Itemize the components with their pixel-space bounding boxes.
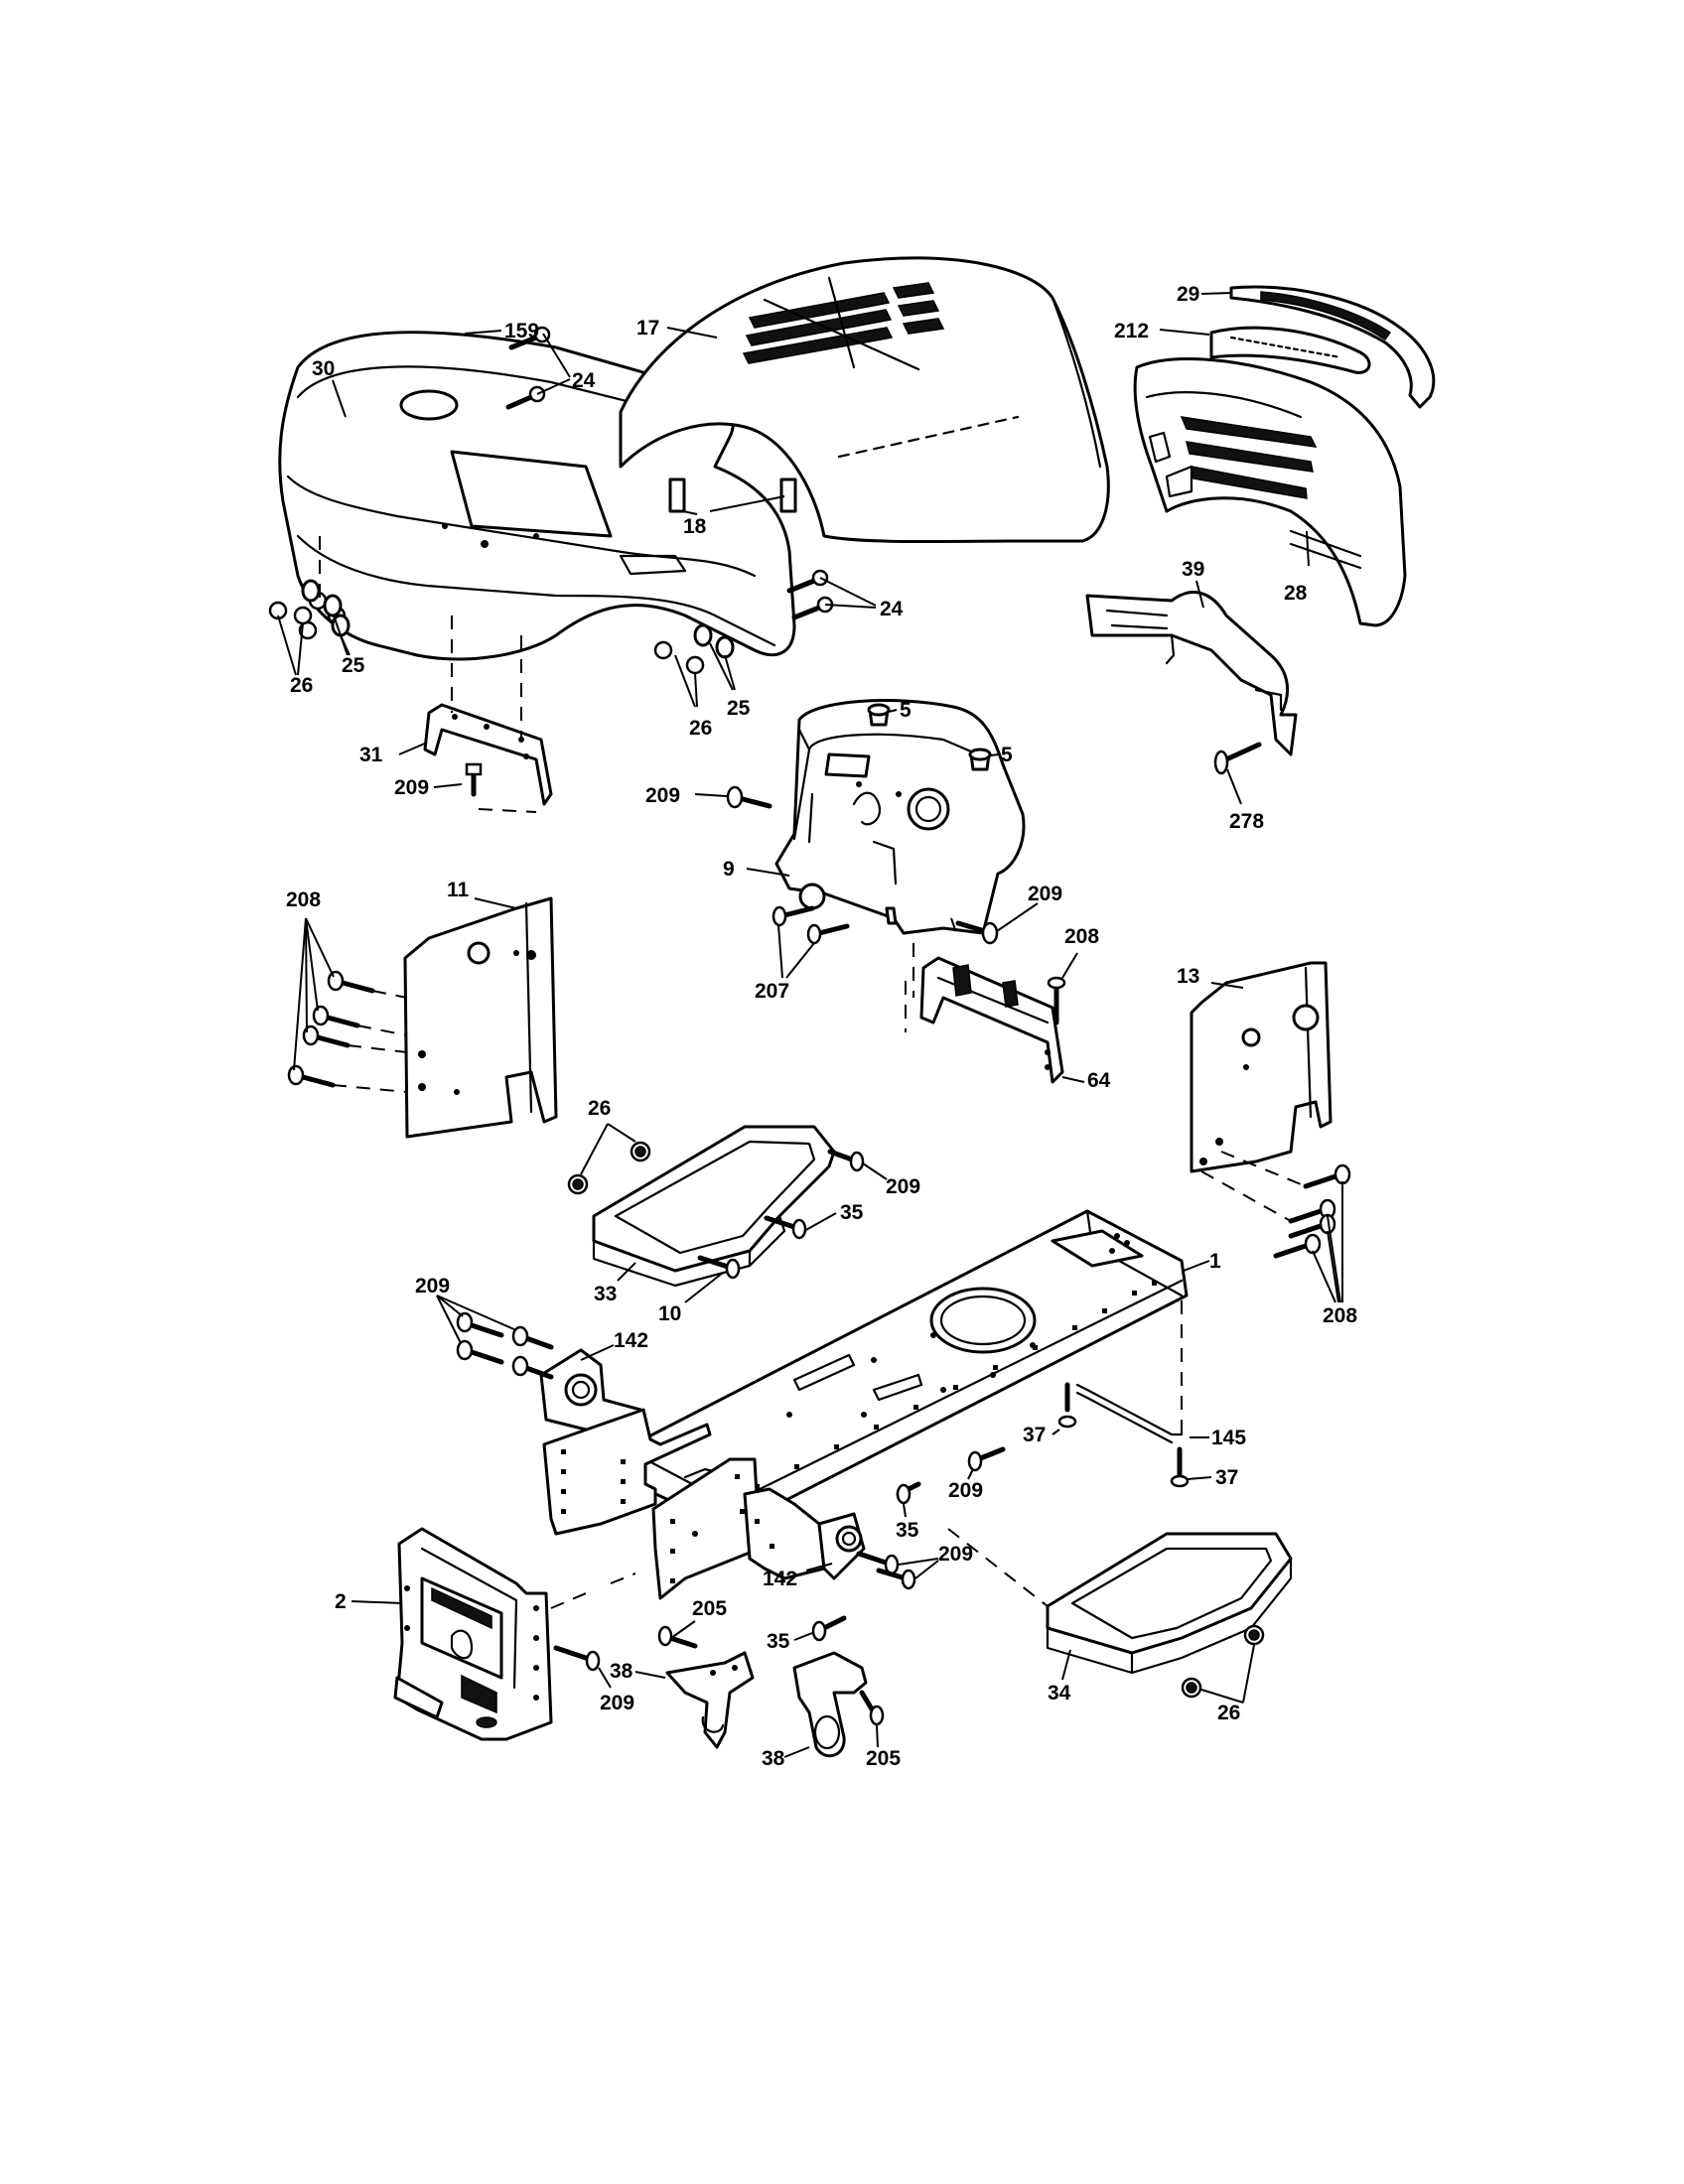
part-24-screws-right xyxy=(786,569,877,620)
part-35-bolts xyxy=(793,1481,921,1642)
callout-17: 17 xyxy=(636,317,659,340)
callout-25b: 25 xyxy=(727,697,751,720)
callout-34: 34 xyxy=(1048,1682,1071,1705)
callout-33: 33 xyxy=(594,1283,617,1305)
callout-209f: 209 xyxy=(948,1479,983,1502)
callout-2: 2 xyxy=(335,1590,347,1613)
callout-205b: 205 xyxy=(866,1747,901,1770)
part-209-frame-bolt xyxy=(967,1446,1006,1480)
callout-13: 13 xyxy=(1177,965,1199,988)
part-209-hitch-bolt xyxy=(553,1645,612,1689)
callout-209e: 209 xyxy=(415,1275,450,1297)
part-34-right-footrest xyxy=(947,1528,1293,1681)
callout-159: 159 xyxy=(504,320,539,342)
callout-212: 212 xyxy=(1114,320,1149,342)
part-205-bolts xyxy=(657,1620,885,1748)
callout-labels: 17 29 212 159 30 24 18 28 24 26 25 26 25… xyxy=(286,283,1357,1770)
callout-142b: 142 xyxy=(763,1568,797,1590)
part-209-bolts-console xyxy=(694,785,1039,945)
callout-10: 10 xyxy=(658,1302,681,1325)
callout-24a: 24 xyxy=(572,369,596,392)
part-25-26-fasteners-center xyxy=(653,623,736,708)
callout-35a: 35 xyxy=(840,1201,864,1224)
part-208-bolts-left xyxy=(287,917,408,1093)
part-37-bolts xyxy=(1052,1382,1212,1488)
callout-5a: 5 xyxy=(900,699,912,722)
part-212-grille-insert xyxy=(1159,326,1371,374)
callout-37a: 37 xyxy=(1023,1424,1046,1446)
callout-207: 207 xyxy=(755,980,789,1003)
part-209-bolts-right-142 xyxy=(856,1551,939,1590)
callout-208a: 208 xyxy=(286,888,321,911)
part-142-right-bracket xyxy=(743,1487,866,1580)
part-1-frame xyxy=(632,1209,1210,1531)
left-frame-plate xyxy=(542,1408,712,1536)
part-2-hitch-plate xyxy=(351,1527,636,1741)
part-26-nuts-footrest-34 xyxy=(1181,1624,1265,1704)
callout-278: 278 xyxy=(1229,810,1264,833)
part-25-26-fasteners-left xyxy=(268,536,351,676)
callout-26c: 26 xyxy=(588,1097,611,1120)
callout-145: 145 xyxy=(1211,1427,1246,1449)
part-29-grille-trim xyxy=(1200,285,1436,409)
callout-29: 29 xyxy=(1177,283,1199,306)
callout-209h: 209 xyxy=(600,1692,634,1714)
callout-26d: 26 xyxy=(1217,1702,1240,1724)
callout-39: 39 xyxy=(1182,558,1204,581)
part-bolts-footrest-33 xyxy=(684,1149,888,1303)
callout-142a: 142 xyxy=(614,1329,648,1352)
part-24-screws-top xyxy=(505,326,571,410)
callout-38b: 38 xyxy=(762,1747,785,1770)
part-208-bolt-64 xyxy=(1047,952,1078,1025)
callout-209g: 209 xyxy=(938,1543,973,1566)
part-209-bolt-31 xyxy=(433,762,483,797)
part-31-dash-bracket xyxy=(398,615,553,813)
callout-26b: 26 xyxy=(689,717,712,740)
callout-209b: 209 xyxy=(645,784,680,807)
part-38-right-bracket xyxy=(783,1651,868,1758)
callout-1: 1 xyxy=(1209,1250,1221,1273)
callout-37b: 37 xyxy=(1215,1466,1238,1489)
callout-35c: 35 xyxy=(767,1630,790,1653)
hood-vent-slots xyxy=(742,276,945,371)
callout-209a: 209 xyxy=(394,776,429,799)
callout-209d: 209 xyxy=(886,1175,920,1198)
part-208-bolts-right xyxy=(1200,1151,1351,1303)
callout-205a: 205 xyxy=(692,1597,727,1620)
part-39-hood-bracket xyxy=(1085,580,1298,756)
part-278-screw xyxy=(1213,742,1262,805)
part-26-nuts-footrest xyxy=(567,1123,651,1195)
center-frame-plate xyxy=(651,1457,762,1600)
callout-64: 64 xyxy=(1087,1069,1111,1092)
callout-5b: 5 xyxy=(1001,744,1013,766)
part-11-left-panel xyxy=(403,896,558,1139)
callout-11: 11 xyxy=(447,879,470,901)
callout-24b: 24 xyxy=(880,598,904,620)
callout-208b: 208 xyxy=(1064,925,1099,948)
callout-208c: 208 xyxy=(1323,1304,1357,1327)
callout-28: 28 xyxy=(1284,582,1308,605)
callout-31: 31 xyxy=(359,744,383,766)
part-207-screws xyxy=(772,905,850,979)
part-145-rod xyxy=(1075,1300,1209,1444)
callout-26a: 26 xyxy=(290,674,313,697)
callout-25a: 25 xyxy=(342,654,365,677)
part-33-left-footrest xyxy=(592,1125,836,1288)
callout-35b: 35 xyxy=(896,1519,919,1542)
callout-209c: 209 xyxy=(1028,883,1062,905)
callout-18: 18 xyxy=(683,515,707,538)
part-5-knobs xyxy=(867,703,1000,771)
part-18-bumpers xyxy=(668,478,797,515)
part-28-grille xyxy=(1133,357,1407,627)
part-64-support-bracket xyxy=(905,956,1085,1084)
callout-9: 9 xyxy=(723,858,735,881)
part-209-bolts-left-142 xyxy=(436,1295,554,1380)
callout-38a: 38 xyxy=(610,1660,633,1683)
part-9-dash-console xyxy=(746,699,1026,998)
part-17-hood xyxy=(619,256,1110,544)
part-13-right-panel xyxy=(1190,961,1333,1173)
part-38-left-bracket xyxy=(634,1651,755,1749)
callout-30: 30 xyxy=(312,357,335,380)
